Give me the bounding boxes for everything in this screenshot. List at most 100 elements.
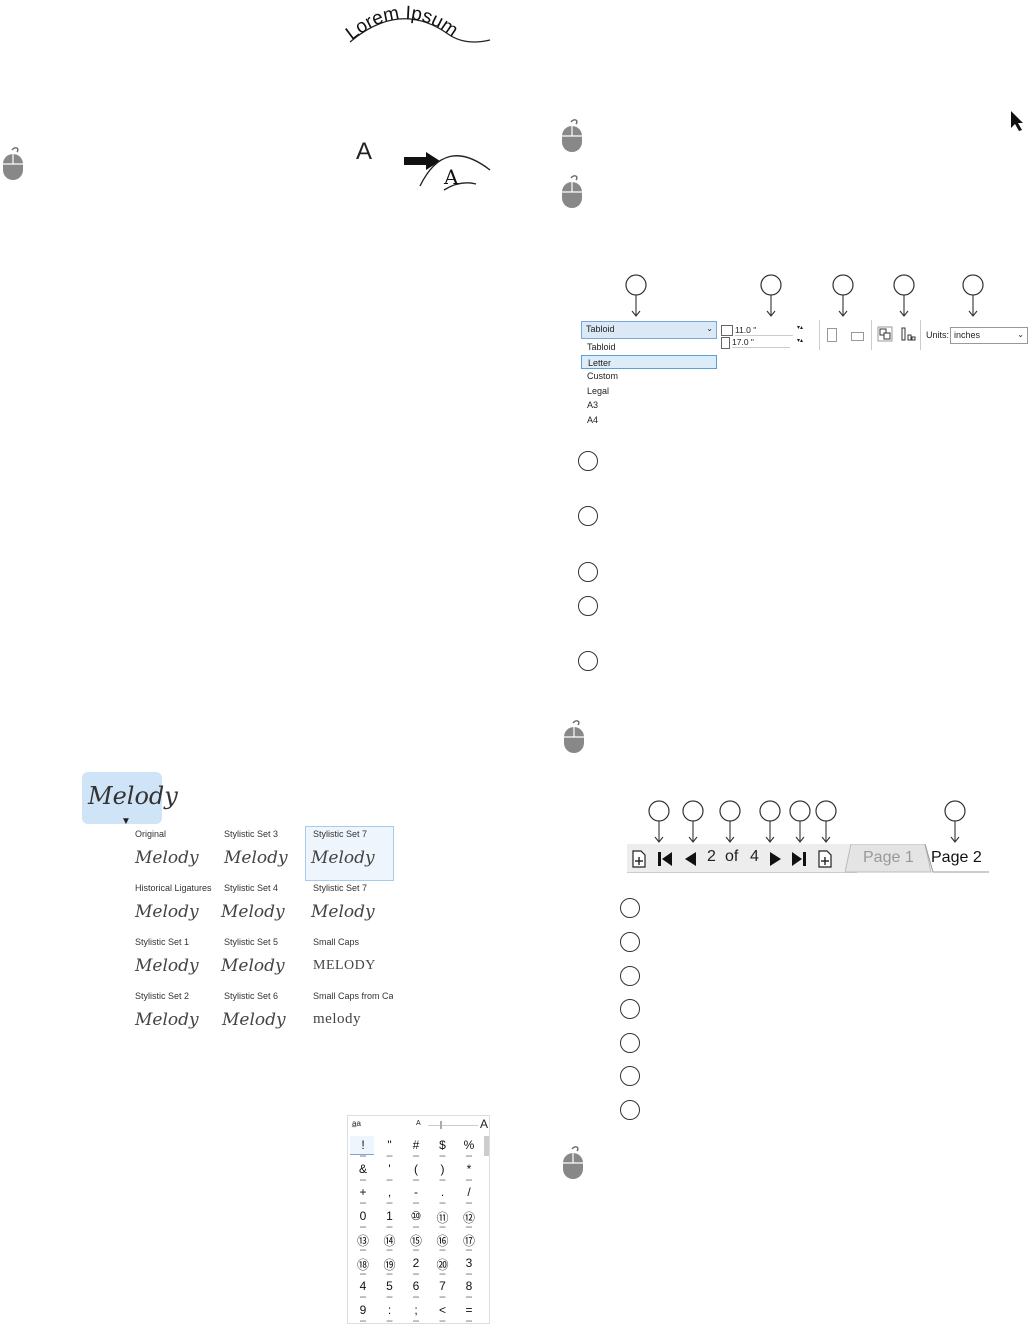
glyph-cell[interactable]: 3 xyxy=(465,1255,473,1270)
glyph-cell[interactable]: ! xyxy=(361,1138,365,1152)
glyph-cell[interactable]: + xyxy=(359,1185,367,1199)
current-page-number[interactable]: 2 xyxy=(707,848,716,865)
opentype-option[interactable]: melody xyxy=(313,1011,361,1027)
opentype-preview-button[interactable]: Melody xyxy=(82,772,178,824)
insert-page-after-icon[interactable] xyxy=(817,850,833,868)
opentype-option[interactable]: MELODY xyxy=(313,958,376,973)
opentype-option[interactable]: Melody xyxy=(311,902,375,922)
small-zoom-icon: A xyxy=(416,1120,421,1127)
glyph-cell[interactable]: 9 xyxy=(359,1302,367,1317)
portrait-button[interactable] xyxy=(827,328,837,342)
page-size-option[interactable]: Legal xyxy=(587,385,610,396)
last-page-icon[interactable] xyxy=(791,851,807,867)
page-tab-label: Page 1 xyxy=(863,849,914,866)
first-page-icon[interactable] xyxy=(657,851,673,867)
page-width-field[interactable]: 11.0 " xyxy=(721,325,793,337)
spin-arrows-icon[interactable]: ▾▴ xyxy=(797,325,804,331)
glyph-cell[interactable]: ⑲ xyxy=(383,1257,396,1272)
glyph-cell[interactable]: ⑰ xyxy=(462,1234,475,1248)
glyph-cell[interactable]: $ xyxy=(439,1138,446,1152)
glyph-cell[interactable]: ( xyxy=(414,1161,418,1176)
all-pages-icon[interactable] xyxy=(877,326,893,342)
glyph-cell[interactable]: ⑫ xyxy=(462,1210,475,1225)
opentype-option[interactable]: Melody xyxy=(135,848,199,868)
glyph-marker: ▬ xyxy=(413,1200,419,1206)
glyph-marker: ▬ xyxy=(360,1247,366,1253)
opentype-option[interactable]: Melody xyxy=(135,902,199,922)
opentype-option[interactable]: Melody xyxy=(135,1010,199,1030)
glyph-cell[interactable]: 6 xyxy=(412,1279,420,1293)
selected-option-highlight xyxy=(305,826,394,881)
page-size-option[interactable]: Custom xyxy=(587,371,619,382)
width-icon xyxy=(721,325,733,337)
page-size-option[interactable]: A4 xyxy=(587,414,599,425)
glyph-cell[interactable]: . xyxy=(440,1185,445,1199)
glyph-marker: ▬ xyxy=(386,1200,393,1206)
glyph-cell[interactable]: : xyxy=(387,1302,392,1317)
glyph-cell[interactable]: = xyxy=(465,1302,473,1317)
next-page-icon[interactable] xyxy=(769,851,783,867)
glyph-marker: ▬ xyxy=(466,1294,472,1300)
previous-page-icon[interactable] xyxy=(683,851,697,867)
opentype-option[interactable]: Melody xyxy=(221,902,285,922)
glyph-cell[interactable]: 1 xyxy=(386,1208,393,1223)
page-size-option[interactable]: A3 xyxy=(587,400,599,411)
glyph-cell[interactable]: * xyxy=(466,1161,472,1176)
glyph-cell[interactable]: 8 xyxy=(465,1279,473,1293)
scrollbar-thumb[interactable] xyxy=(484,1136,489,1156)
opentype-option[interactable]: Melody xyxy=(224,848,288,868)
glyph-cell[interactable]: 5 xyxy=(386,1279,393,1293)
glyph-cell[interactable]: ; xyxy=(414,1302,418,1317)
opentype-option[interactable]: Melody xyxy=(311,848,375,868)
glyph-cell[interactable]: < xyxy=(438,1302,446,1317)
glyph-cell[interactable]: 0 xyxy=(359,1208,367,1223)
current-page-icon[interactable] xyxy=(900,326,916,342)
insert-page-before-icon[interactable] xyxy=(631,850,647,868)
glyph-cell[interactable]: ⑱ xyxy=(356,1257,369,1272)
glyph-cell[interactable]: 7 xyxy=(439,1279,446,1293)
page-tab-1[interactable]: Page 1 xyxy=(853,844,927,872)
glyph-cell[interactable]: , xyxy=(387,1185,392,1199)
glyph-cell[interactable]: % xyxy=(463,1138,475,1152)
glyph-cell[interactable]: ⑩ xyxy=(410,1208,422,1223)
glyph-cell[interactable]: ⑭ xyxy=(383,1234,396,1248)
opentype-option[interactable]: Melody xyxy=(222,1010,286,1030)
glyph-marker: ▬ xyxy=(360,1153,366,1159)
total-pages: 4 xyxy=(750,848,759,865)
opentype-option[interactable]: Melody xyxy=(135,956,199,976)
glyph-cell[interactable]: " xyxy=(387,1138,392,1152)
glyph-cell[interactable]: ⑬ xyxy=(356,1234,369,1248)
spin-arrows-icon[interactable]: ▾▴ xyxy=(797,338,804,344)
glyph-cell[interactable]: # xyxy=(412,1138,420,1152)
opentype-option-label: Stylistic Set 6 xyxy=(224,991,279,1001)
glyph-cell[interactable]: ⑮ xyxy=(409,1234,422,1248)
glyph-cell[interactable]: 2 xyxy=(412,1255,420,1270)
zoom-slider[interactable] xyxy=(428,1125,478,1126)
glyph-cell[interactable]: / xyxy=(467,1185,471,1199)
page-height-field[interactable]: 17.0 " xyxy=(721,337,790,349)
glyph-marker: ▬ xyxy=(466,1200,472,1206)
glyph-cell[interactable]: & xyxy=(358,1161,367,1176)
dropdown-arrow-icon[interactable]: ▼ xyxy=(121,816,131,827)
mouse-icon xyxy=(3,147,23,180)
glyph-cell[interactable]: 4 xyxy=(359,1279,367,1293)
glyph-cell[interactable]: ) xyxy=(440,1161,445,1176)
glyph-marker: ▬ xyxy=(386,1247,393,1253)
units-dropdown[interactable]: inches ⌄ xyxy=(950,327,1028,344)
glyph-cell[interactable]: ⑪ xyxy=(436,1210,449,1225)
glyph-filter-icon[interactable]: a̲a xyxy=(352,1119,361,1128)
glyph-cell[interactable]: ' xyxy=(388,1161,391,1176)
glyph-cell[interactable]: - xyxy=(414,1185,418,1199)
opentype-option[interactable]: Melody xyxy=(221,956,285,976)
opentype-preview-text: Melody xyxy=(88,782,178,810)
glyph-cell[interactable]: ⑳ xyxy=(436,1257,449,1272)
page-nav-callouts xyxy=(648,800,966,843)
page-size-dropdown[interactable]: Tabloid ⌄ xyxy=(581,321,717,339)
glyph-marker: ▬ xyxy=(386,1294,393,1300)
page-size-option[interactable]: Letter xyxy=(581,354,717,370)
page-size-option[interactable]: Tabloid xyxy=(587,342,616,352)
glyph-cell[interactable]: ⑯ xyxy=(436,1234,449,1248)
glyph-marker: ▬ xyxy=(413,1294,419,1300)
landscape-button[interactable] xyxy=(851,332,864,341)
zoom-slider-thumb[interactable] xyxy=(440,1121,442,1129)
